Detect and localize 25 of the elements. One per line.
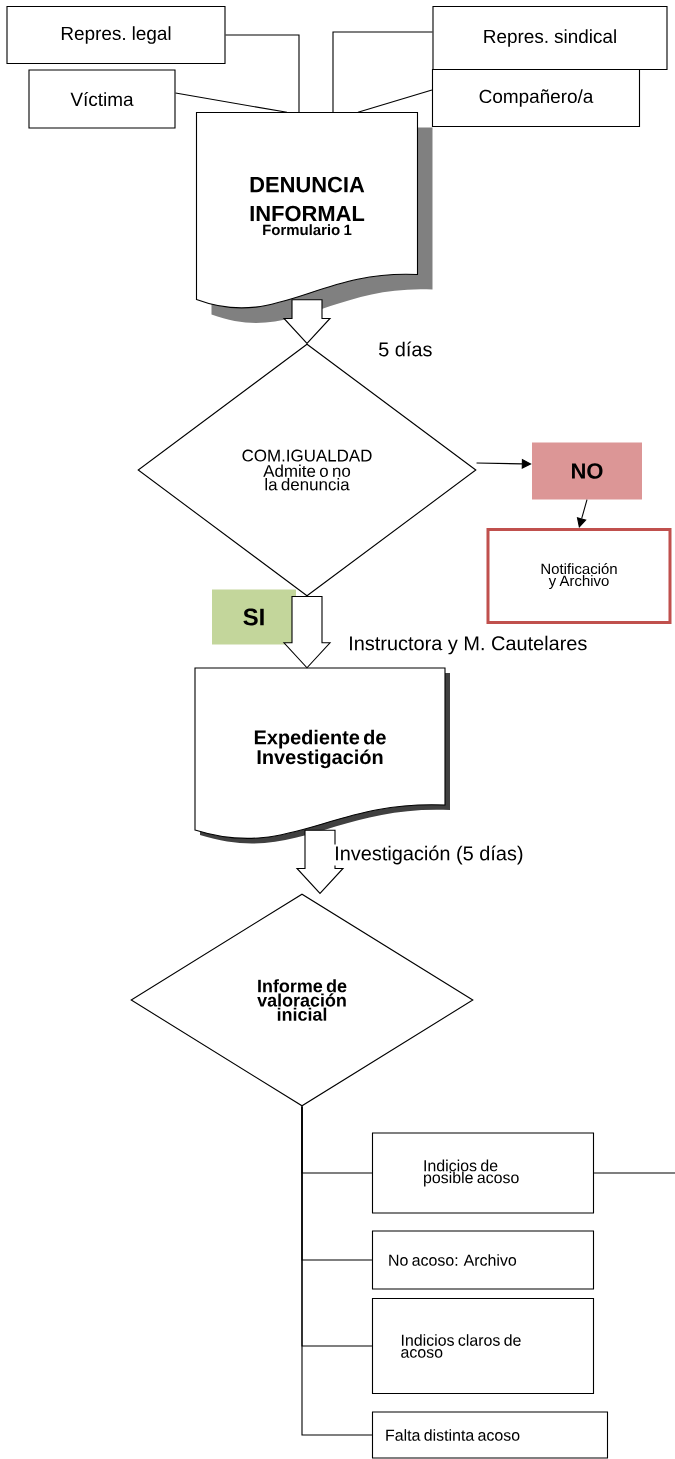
text-box: Compañero/a xyxy=(431,68,641,128)
connector-line xyxy=(225,34,300,113)
text-box: Víctima xyxy=(28,69,176,129)
arrow xyxy=(476,458,532,469)
arrow xyxy=(576,499,588,528)
block-arrow xyxy=(282,299,332,345)
connector-line xyxy=(593,1172,675,1174)
text-box: Indicios de posible acoso xyxy=(371,1132,595,1214)
connector-line xyxy=(301,1106,373,1436)
connector-line xyxy=(175,92,288,113)
block-arrow xyxy=(282,596,332,669)
text-box: Indicios claros de acoso xyxy=(371,1297,595,1395)
text-box: Repres. legal xyxy=(6,5,226,65)
text-box: Falta distinta acoso xyxy=(371,1411,609,1459)
answer-box: SI xyxy=(212,589,296,645)
connector-line xyxy=(332,31,433,113)
block-arrow xyxy=(295,829,345,895)
connector-line xyxy=(357,89,433,113)
edge-label: 5 días xyxy=(377,340,434,358)
text-box: Repres. sindical xyxy=(432,5,668,71)
result-box: Notificación y Archivo xyxy=(486,528,672,624)
edge-label: Instructora y M. Cautelares xyxy=(347,634,589,656)
edge-label: Investigación (5 días) xyxy=(333,844,525,866)
text-box: No acoso: Archivo xyxy=(371,1230,595,1290)
answer-box: NO xyxy=(532,442,642,500)
